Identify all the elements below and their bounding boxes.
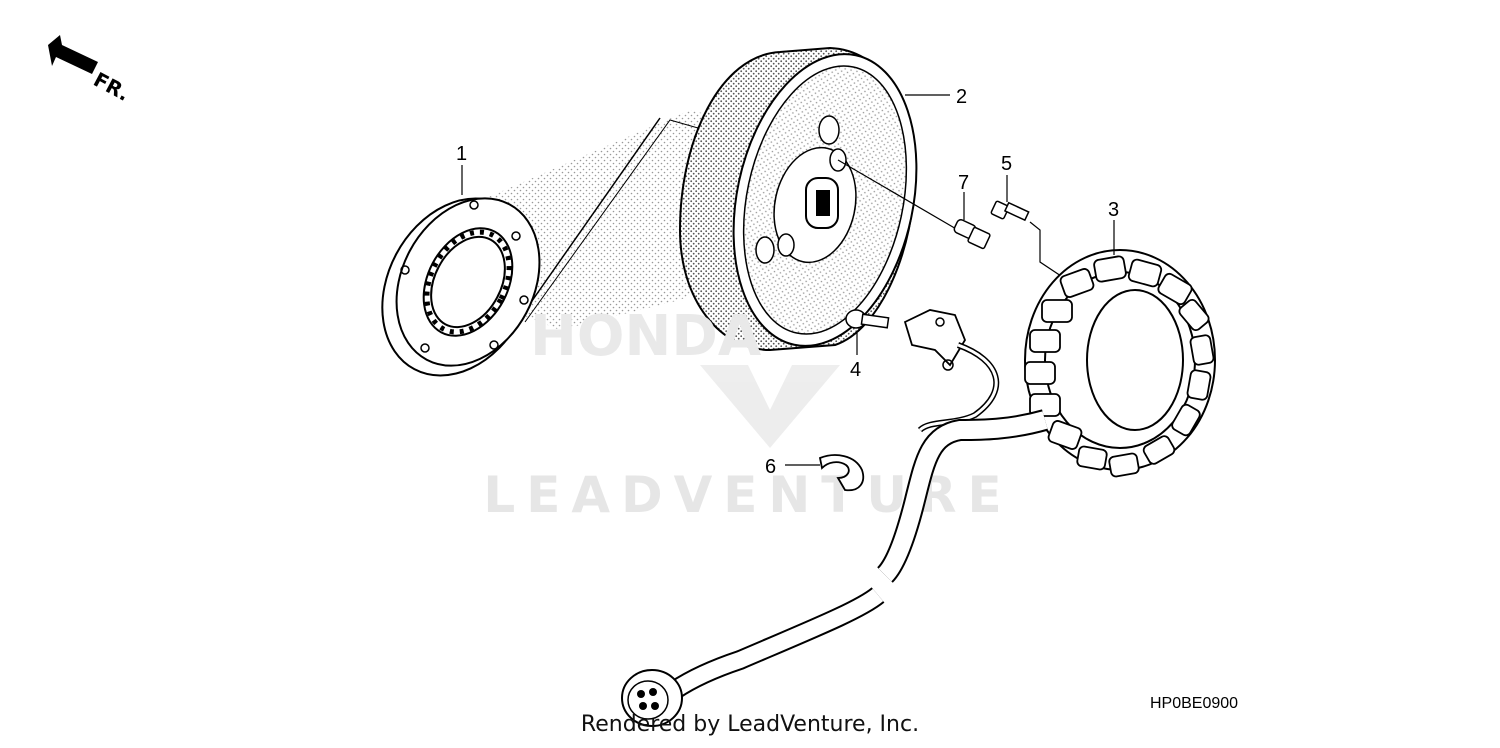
- part-6-wire-clamp: [785, 454, 865, 492]
- wire-connector: [621, 669, 683, 727]
- callout-3: 3: [1108, 199, 1119, 221]
- callout-5: 5: [1001, 153, 1012, 175]
- callout-1: 1: [456, 143, 467, 165]
- part-1-one-way-clutch: [381, 197, 541, 377]
- part-7-flywheel-bolt: [953, 192, 991, 250]
- svg-text:LEADVENTURE: LEADVENTURE: [483, 466, 1012, 524]
- callout-2: 2: [956, 86, 967, 108]
- front-label: FR.: [90, 67, 134, 106]
- callout-7: 7: [958, 172, 969, 194]
- part-5-bolt: [990, 175, 1071, 283]
- front-direction-arrow: FR.: [48, 35, 134, 106]
- diagram-code: HP0BE0900: [1150, 695, 1239, 712]
- footer-credit: Rendered by LeadVenture, Inc.: [580, 712, 920, 737]
- pulser-sensor: [903, 309, 967, 371]
- part-4-bolt: [845, 309, 890, 355]
- stator-wire-harness: [669, 342, 1049, 699]
- callout-6: 6: [765, 456, 776, 478]
- honda-watermark: HONDA: [530, 304, 762, 369]
- part-2-flywheel: [678, 46, 959, 352]
- leader-lines: [461, 94, 950, 195]
- part-3-stator: [1024, 220, 1216, 478]
- callout-4: 4: [850, 359, 861, 381]
